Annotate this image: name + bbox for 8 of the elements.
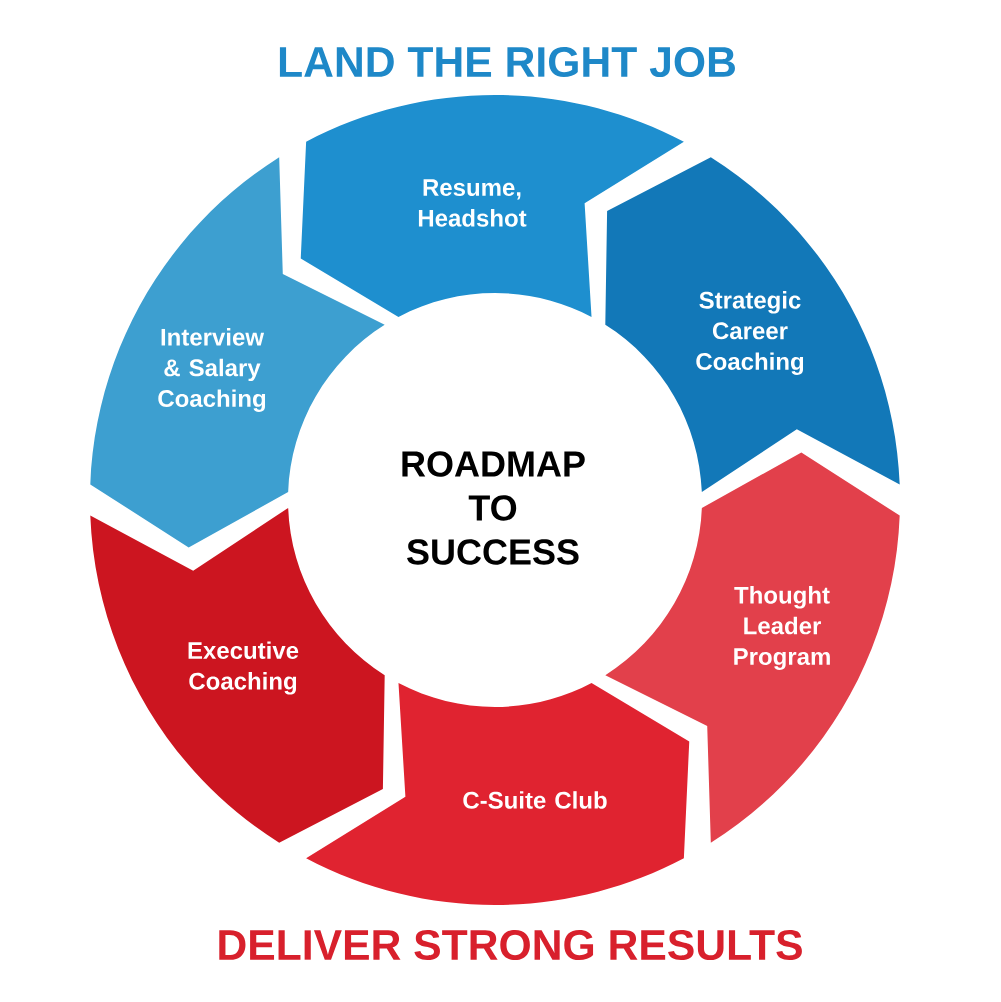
- heading: LAND THE RIGHT JOB: [279, 46, 735, 78]
- heading: DELIVER STRONG RESULTS: [219, 929, 802, 961]
- arrow-segment: Interview & Salary Coaching: [90, 157, 385, 548]
- arrow-segment: C-Suite Club: [306, 683, 690, 905]
- arrow-segment: Executive Coaching: [90, 507, 385, 843]
- arrow-segment: Resume, Headshot: [300, 95, 684, 317]
- center-title: ROADMAP TO SUCCESS: [402, 451, 585, 565]
- arrow-segment: Strategic Career Coaching: [605, 157, 900, 493]
